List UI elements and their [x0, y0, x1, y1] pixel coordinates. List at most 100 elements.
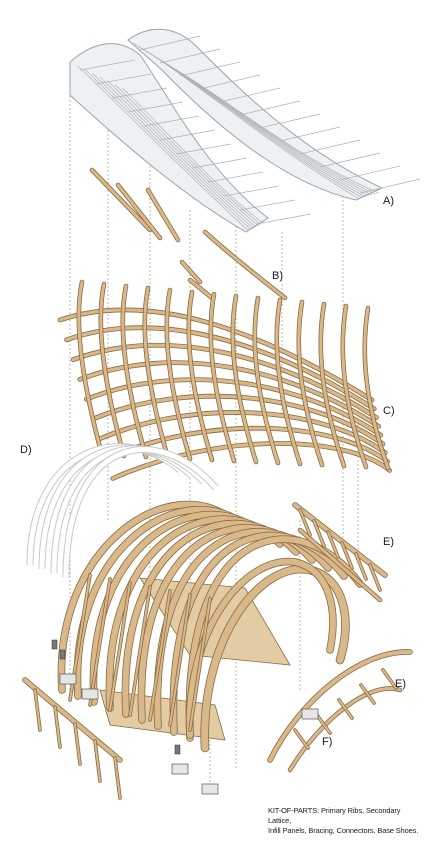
panel-grid-line [199, 74, 261, 90]
bracing-member-1 [90, 168, 152, 232]
rib-tie-7 [189, 598, 211, 731]
truss-left-web-2 [54, 706, 61, 748]
panel-grid-line [92, 72, 254, 229]
rib-tie-4 [129, 586, 151, 716]
lattice-member-cross-8 [231, 294, 258, 464]
base-shoe-2 [81, 688, 99, 700]
connector-plate-1 [51, 639, 58, 650]
panel-grid-line [159, 129, 216, 141]
truss-left-web-4 [94, 740, 101, 782]
ghost-rib-fill-4 [63, 447, 218, 578]
truss-upper-bottom [298, 528, 382, 602]
panel-grid-line [162, 61, 379, 194]
truss-lower-bottom-edge [287, 686, 403, 773]
lattice-member-cross-2 [99, 282, 126, 458]
caption: KIT-OF-PARTS: Primary Ribs, Secondary La… [268, 806, 424, 836]
rib-arch-second [186, 558, 336, 738]
lattice-member-cross-12 [319, 302, 346, 468]
connector-plate-3 [59, 649, 66, 660]
panel-grid-line [239, 199, 296, 211]
caption-line-2: Infill Panels, Bracing, Connectors, Base… [268, 826, 419, 835]
truss-upper-web-1 [299, 509, 311, 536]
panel-grid-line [191, 157, 248, 169]
panel-grid-line [122, 87, 264, 224]
label-secondary-lattice: C) [383, 405, 395, 417]
rib-tie-2 [89, 578, 111, 706]
bracing-member-5 [180, 260, 202, 284]
rib-arch-front [201, 565, 349, 752]
truss-upper-web-4 [341, 542, 353, 569]
lattice-member-cross-10 [275, 298, 302, 466]
truss-frames [22, 502, 413, 800]
truss-lower-web-4 [360, 684, 375, 704]
lattice-member-cross-7 [209, 292, 236, 463]
panel-grid-line [219, 87, 281, 103]
base-shoe-3 [171, 763, 189, 775]
bracing-member-4 [203, 230, 287, 300]
truss-left-chord [23, 678, 122, 762]
label-bracing: B) [272, 270, 283, 282]
panel-grid-line [114, 84, 262, 225]
panel-grid-line [139, 35, 201, 51]
lattice-member-long-1 [58, 308, 374, 402]
base-shoe-1 [59, 673, 77, 685]
bracing-members [89, 167, 288, 301]
label-connectors: F) [322, 736, 333, 748]
truss-lower-web-2 [316, 714, 331, 734]
truss-lower-chord [268, 649, 412, 762]
connectors-and-base-shoes [51, 639, 319, 795]
rib-tie-3 [109, 582, 131, 711]
lattice-member-cross-1 [77, 280, 104, 457]
caption-line-1: KIT-OF-PARTS: Primary Ribs, Secondary La… [268, 806, 401, 825]
infill-panels [69, 28, 421, 233]
panel-grid-line [339, 165, 401, 181]
label-truss-frame-lower: E) [395, 678, 406, 690]
panel-grid-line [111, 87, 168, 99]
panel-grid-line [143, 115, 200, 127]
truss-lower-web-1 [294, 729, 309, 749]
panel-grid-line [84, 69, 252, 230]
truss-lower-web-3 [338, 699, 353, 719]
truss-left-web-5 [114, 757, 121, 799]
panel-grid-line [99, 76, 257, 228]
panel-grid-line [255, 213, 312, 225]
label-infill-panels: A) [383, 195, 394, 207]
lattice-member-long-9 [111, 441, 392, 480]
panel-grid-line [175, 143, 232, 155]
panel-grid-line [223, 185, 280, 197]
panel-grid-line [79, 59, 136, 71]
lattice-member-long-2 [65, 326, 376, 411]
lattice-member-cross-9 [253, 296, 280, 465]
truss-upper-web-3 [327, 531, 339, 558]
panel-grid-line [299, 139, 361, 155]
bracing-member-6 [188, 278, 214, 300]
panel-grid-line [239, 100, 301, 116]
lattice-member-cross-4 [143, 286, 170, 460]
lattice-member-cross-6 [187, 290, 214, 462]
panel-grid-line [279, 126, 341, 142]
base-shoe-4 [201, 783, 219, 795]
panel-grid-line [207, 171, 264, 183]
rib-tie-6 [169, 594, 191, 726]
bracing-member-3 [146, 188, 180, 242]
truss-lower-bottom [288, 687, 402, 772]
panel-grid-line [179, 61, 241, 77]
secondary-lattice [57, 279, 392, 481]
panel-grid-line [77, 65, 249, 232]
lattice-member-cross-14 [363, 306, 390, 470]
connector-plate-2 [174, 744, 181, 755]
label-truss-frame-upper: E) [383, 536, 394, 548]
lattice-member-cross-5 [165, 288, 192, 461]
truss-lower-chord-edge [267, 649, 413, 763]
lattice-member-long-5 [84, 378, 383, 437]
truss-left-web-3 [74, 723, 81, 765]
lattice-member-cross-13 [341, 304, 368, 469]
lattice-member-cross-11 [297, 300, 324, 467]
bracing-member-2 [116, 183, 162, 240]
panel-grid-line [107, 80, 259, 227]
panel-grid-line [259, 113, 321, 129]
rib-tie-5 [149, 590, 171, 721]
panel-grid-line [127, 101, 184, 113]
label-primary-ribs: D) [20, 444, 32, 456]
